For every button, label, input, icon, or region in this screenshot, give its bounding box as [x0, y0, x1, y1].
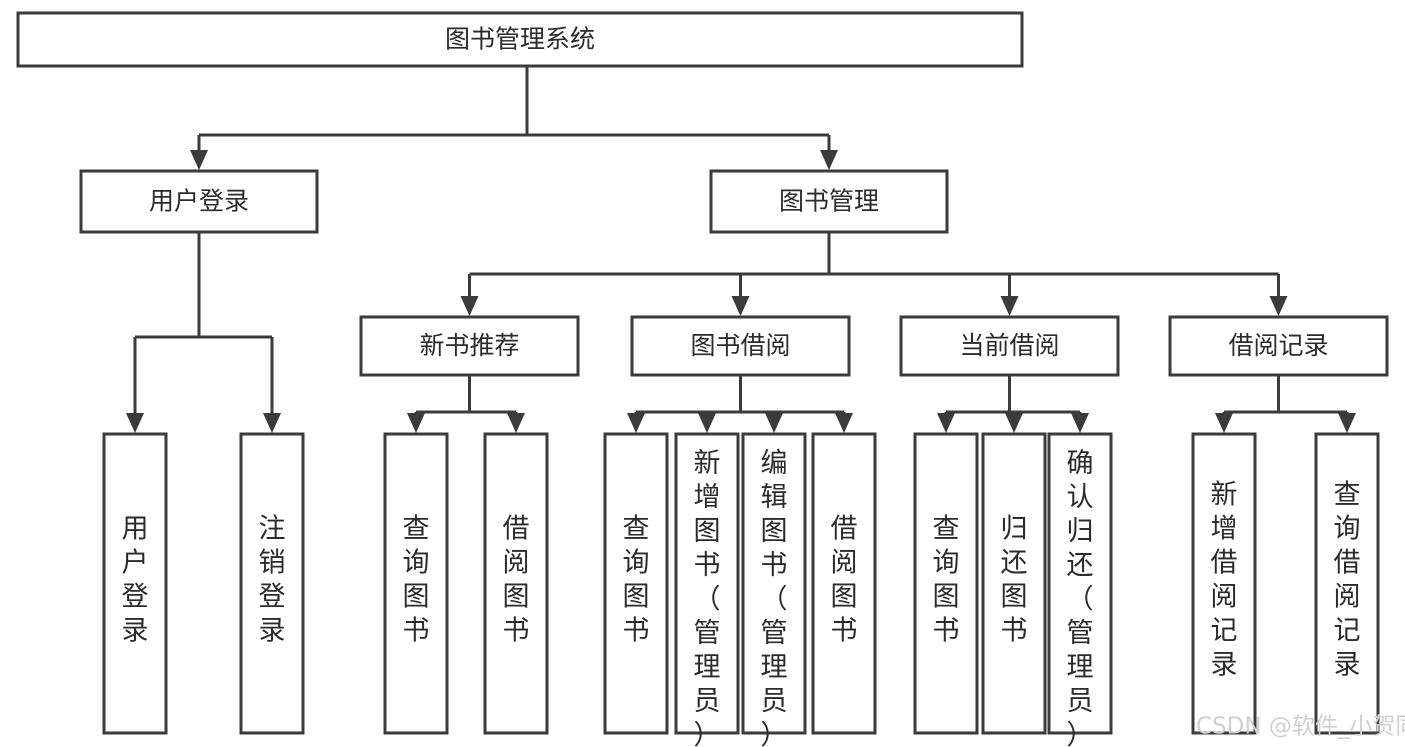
arrow-head-leaf-query-borrow-record — [1338, 413, 1356, 433]
arrow-head-leaf-user-logout — [263, 413, 281, 433]
node-leaf-query-book-current[interactable]: 查询图书 — [913, 432, 979, 735]
node-box-leaf-user-logout — [239, 432, 305, 735]
node-label-leaf-query-book-borrow: 查询图书 — [623, 514, 650, 647]
node-book-borrow[interactable]: 图书借阅 — [630, 315, 851, 377]
node-leaf-borrow-book-recommend[interactable]: 借阅图书 — [483, 432, 549, 735]
node-label-new-book-recommend: 新书推荐 — [419, 331, 519, 360]
node-leaf-user-logout[interactable]: 注销登录 — [239, 432, 305, 735]
node-box-leaf-query-book-borrow — [603, 432, 669, 735]
node-box-book-borrow — [630, 315, 851, 377]
arrow-head-leaf-confirm-return — [1071, 413, 1089, 433]
node-box-leaf-user-login — [102, 432, 168, 735]
node-box-leaf-query-book-current — [913, 432, 979, 735]
node-box-leaf-borrow-book — [811, 432, 877, 735]
node-leaf-add-borrow-record[interactable]: 新增借阅记录 — [1191, 432, 1257, 735]
arrow-head-book-management — [820, 150, 838, 170]
node-box-current-borrow — [899, 315, 1120, 377]
node-borrow-records[interactable]: 借阅记录 — [1168, 315, 1389, 377]
node-label-leaf-query-book-recommend: 查询图书 — [403, 514, 430, 647]
node-leaf-confirm-return[interactable]: 确认归还（管理员） — [1047, 432, 1113, 747]
node-current-borrow[interactable]: 当前借阅 — [899, 315, 1120, 377]
arrow-head-book-borrow — [731, 296, 750, 316]
arrow-head-leaf-borrow-book-recommend — [507, 413, 525, 433]
node-label-leaf-confirm-return: 确认归还（管理员） — [1067, 448, 1094, 747]
node-label-root: 图书管理系统 — [445, 25, 595, 54]
node-label-leaf-user-login: 用户登录 — [122, 514, 149, 647]
node-box-leaf-borrow-book-recommend — [483, 432, 549, 735]
arrow-head-leaf-user-login — [126, 413, 144, 433]
node-box-leaf-query-borrow-record — [1314, 432, 1380, 735]
node-box-leaf-return-book — [981, 432, 1047, 735]
node-box-root — [16, 11, 1024, 68]
node-leaf-query-book-borrow[interactable]: 查询图书 — [603, 432, 669, 735]
arrow-head-new-book-recommend — [460, 296, 479, 316]
node-label-book-borrow: 图书借阅 — [690, 331, 790, 360]
arrow-head-leaf-query-book-recommend — [407, 413, 425, 433]
node-box-leaf-confirm-return — [1047, 432, 1113, 735]
node-label-borrow-records: 借阅记录 — [1228, 331, 1328, 360]
node-leaf-query-book-recommend[interactable]: 查询图书 — [383, 432, 449, 735]
node-box-leaf-query-book-recommend — [383, 432, 449, 735]
node-label-leaf-borrow-book-recommend: 借阅图书 — [503, 514, 530, 647]
arrow-head-leaf-borrow-book — [835, 413, 853, 433]
arrow-head-leaf-edit-book — [765, 413, 783, 433]
csdn-watermark: CSDN @软件_小贺同学 — [1196, 714, 1405, 740]
arrow-head-leaf-query-book-current — [937, 413, 955, 433]
node-label-leaf-add-borrow-record: 新增借阅记录 — [1211, 480, 1238, 681]
node-leaf-edit-book[interactable]: 编辑图书（管理员） — [741, 432, 807, 747]
node-leaf-query-borrow-record[interactable]: 查询借阅记录 — [1314, 432, 1380, 735]
node-box-new-book-recommend — [359, 315, 580, 377]
node-leaf-return-book[interactable]: 归还图书 — [981, 432, 1047, 735]
node-new-book-recommend[interactable]: 新书推荐 — [359, 315, 580, 377]
node-label-leaf-borrow-book: 借阅图书 — [831, 514, 858, 647]
node-box-leaf-add-book — [674, 432, 740, 735]
arrow-head-borrow-records — [1269, 296, 1288, 316]
node-leaf-add-book[interactable]: 新增图书（管理员） — [674, 432, 740, 747]
node-label-book-management: 图书管理 — [779, 187, 879, 216]
node-label-user-login: 用户登录 — [149, 187, 249, 216]
node-label-leaf-query-book-current: 查询图书 — [933, 514, 960, 647]
arrow-head-leaf-return-book — [1005, 413, 1023, 433]
node-box-book-management — [709, 169, 949, 234]
node-leaf-borrow-book[interactable]: 借阅图书 — [811, 432, 877, 735]
arrow-head-user-login — [190, 150, 208, 170]
node-book-management[interactable]: 图书管理 — [709, 169, 949, 234]
arrow-head-leaf-query-book-borrow — [627, 413, 645, 433]
arrow-head-current-borrow — [1000, 296, 1019, 316]
node-root[interactable]: 图书管理系统 — [16, 11, 1024, 68]
node-box-borrow-records — [1168, 315, 1389, 377]
node-label-current-borrow: 当前借阅 — [959, 331, 1059, 360]
arrow-head-leaf-add-borrow-record — [1215, 413, 1233, 433]
node-leaf-user-login[interactable]: 用户登录 — [102, 432, 168, 735]
node-label-leaf-user-logout: 注销登录 — [259, 514, 286, 647]
node-user-login[interactable]: 用户登录 — [79, 169, 319, 234]
node-label-leaf-query-borrow-record: 查询借阅记录 — [1334, 480, 1361, 681]
node-label-leaf-return-book: 归还图书 — [1001, 514, 1028, 647]
node-box-user-login — [79, 169, 319, 234]
node-box-leaf-add-borrow-record — [1191, 432, 1257, 735]
node-label-leaf-add-book: 新增图书（管理员） — [694, 448, 721, 747]
node-box-leaf-edit-book — [741, 432, 807, 735]
node-layer: 图书管理系统用户登录图书管理新书推荐图书借阅当前借阅借阅记录用户登录注销登录查询… — [16, 11, 1389, 747]
node-label-leaf-edit-book: 编辑图书（管理员） — [761, 448, 788, 747]
connector-layer — [126, 66, 1356, 433]
arrow-head-leaf-add-book — [698, 413, 716, 433]
